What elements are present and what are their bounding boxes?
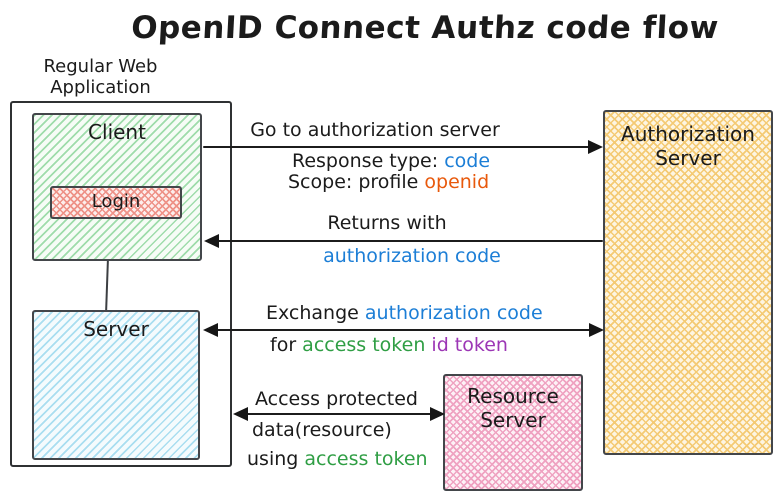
exchange-value2: access token [302,334,426,356]
app-group-label: Regular Web Application [18,56,183,98]
app-group-label-line1: Regular Web [43,56,158,77]
access-arrowhead-right-icon [430,407,445,421]
resource-server-label-line2: Server [480,408,546,432]
regular-web-app-box [10,101,232,467]
returns-arrowhead-icon [204,234,219,248]
scope-prefix: Scope: profile [288,171,425,193]
exchange-arrow-line [214,329,592,332]
auth-server-label-line1: Authorization [621,122,755,146]
login-box-label: Login [91,191,141,212]
exchange-value1: authorization code [364,302,543,324]
client-box: Client [32,113,202,261]
exchange-label-line1: Exchange authorization code [266,302,543,324]
returns-with-label: Returns with [327,212,447,234]
server-box-label: Server [83,317,149,341]
returns-arrow-line [214,240,603,243]
exchange-value3: id token [425,334,508,356]
response-type-prefix: Response type: [292,150,445,172]
access-arrowhead-left-icon [233,407,248,421]
exchange-arrowhead-left-icon [203,323,218,337]
exchange-label-line2: for access token id token [270,334,508,356]
login-button-box: Login [50,186,182,219]
client-box-label: Client [88,120,146,144]
using-prefix: using [247,448,305,470]
for-prefix: for [270,334,303,356]
go-to-auth-arrow-line [203,146,593,149]
using-token-label: using access token [247,448,428,470]
returns-value-label: authorization code [323,245,501,267]
server-box: Server [32,310,200,460]
scope-label: Scope: profile openid [288,171,489,193]
auth-server-label-line2: Server [655,146,721,170]
go-to-auth-arrowhead-icon [588,140,603,154]
exchange-arrowhead-right-icon [589,323,604,337]
access-arrow-line [244,413,434,416]
resource-server-box: Resource Server [443,374,583,491]
response-type-value: code [444,150,491,172]
resource-server-label-line1: Resource [467,384,559,408]
authorization-server-box: Authorization Server [603,110,773,455]
scope-value: openid [424,171,490,193]
diagram-title: OpenID Connect Authz code flow [130,10,720,46]
exchange-prefix: Exchange [266,302,365,324]
app-group-label-line2: Application [50,77,151,98]
access-protected-label-line1: Access protected [255,388,418,410]
using-value: access token [304,448,428,470]
go-to-auth-label: Go to authorization server [250,119,500,141]
response-type-label: Response type: code [292,150,490,172]
access-protected-label-line2: data(resource) [252,419,392,441]
